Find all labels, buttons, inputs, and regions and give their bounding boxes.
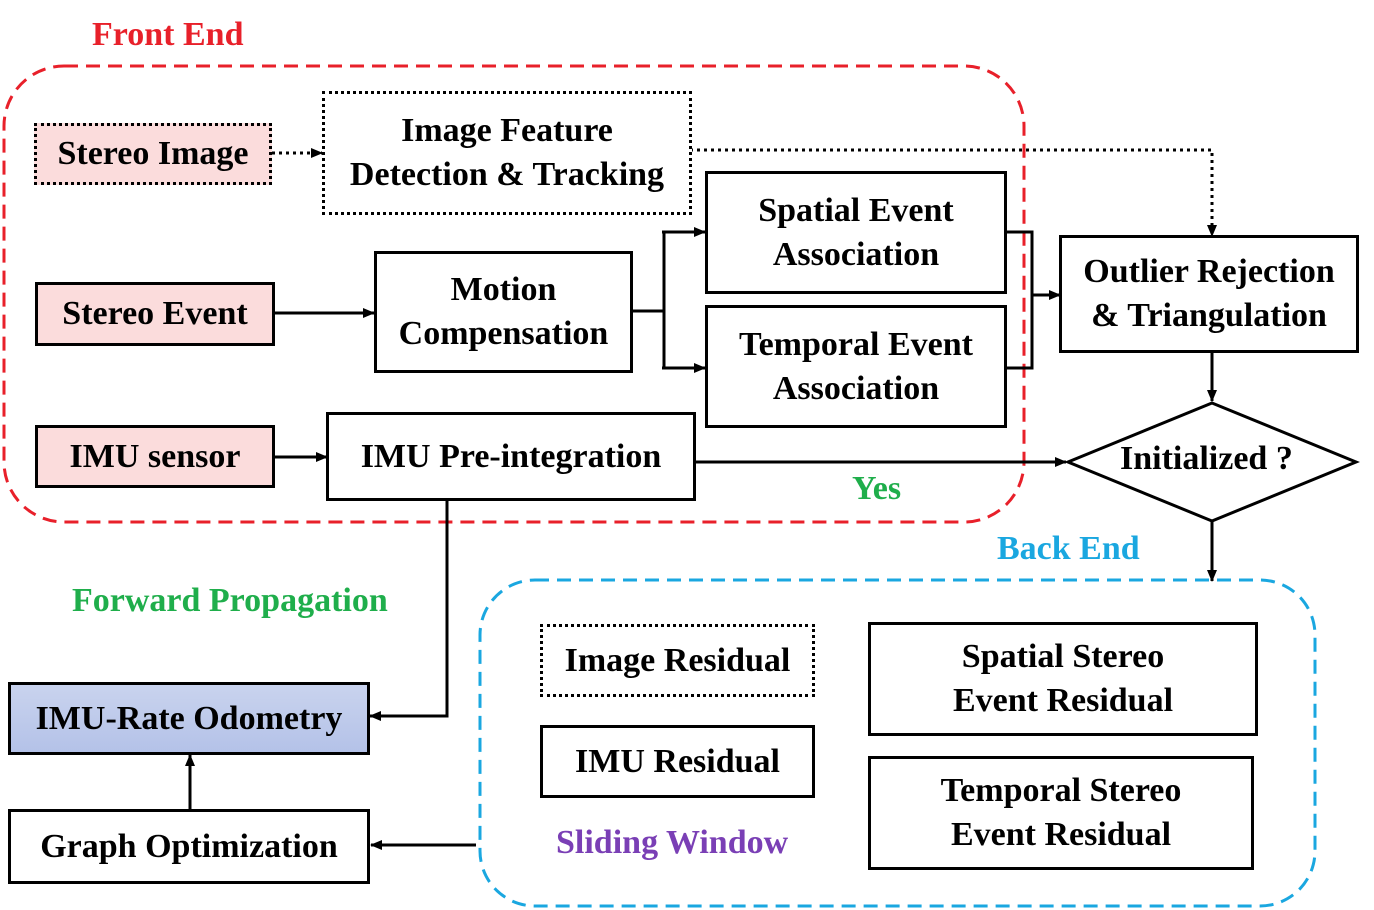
temporal-stereo-residual-node: Temporal Stereo Event Residual: [868, 756, 1254, 870]
front-end-title: Front End: [92, 16, 244, 53]
graph-optimization-node: Graph Optimization: [8, 809, 370, 884]
imu-rate-odometry-node: IMU-Rate Odometry: [8, 682, 370, 755]
imu-residual-node: IMU Residual: [540, 725, 815, 798]
forward-propagation-label: Forward Propagation: [72, 582, 388, 619]
initialized-label: Initialized ?: [1120, 440, 1293, 477]
motion-line1: Motion: [450, 271, 557, 308]
spatial-assoc-line1: Spatial Event: [758, 191, 954, 229]
stereo-image-label: Stereo Image: [57, 135, 249, 172]
imu-preintegration-node: IMU Pre-integration: [326, 412, 696, 501]
connector-merge-bracket: [1006, 230, 1034, 370]
outlier-rejection-node: Outlier Rejection & Triangulation: [1059, 235, 1359, 353]
motion-line2: Compensation: [398, 315, 609, 352]
imu-preint-label: IMU Pre-integration: [360, 437, 662, 475]
temporal-assoc-line1: Temporal Event: [739, 325, 973, 363]
imu-sensor-label: IMU sensor: [69, 437, 241, 475]
temporal-assoc-line2: Association: [772, 369, 940, 407]
spatial-res-line2: Event Residual: [952, 682, 1174, 719]
image-feature-line2: Detection & Tracking: [349, 156, 665, 193]
image-residual-label: Image Residual: [564, 641, 791, 679]
front-end-region: [2, 64, 1026, 524]
temporal-res-line1: Temporal Stereo: [940, 772, 1182, 809]
graph-optimization-label: Graph Optimization: [40, 827, 338, 865]
temporal-res-line2: Event Residual: [950, 816, 1172, 853]
spatial-res-line1: Spatial Stereo: [961, 638, 1165, 675]
image-feature-node: Image Feature Detection & Tracking: [322, 91, 692, 215]
spatial-event-association-node: Spatial Event Association: [705, 171, 1007, 294]
yes-label: Yes: [852, 470, 902, 507]
spatial-stereo-residual-node: Spatial Stereo Event Residual: [868, 622, 1258, 736]
arrow-forward-propagation: [369, 500, 449, 721]
spatial-assoc-line2: Association: [772, 235, 940, 273]
imu-rate-odometry-label: IMU-Rate Odometry: [35, 699, 343, 737]
stereo-event-label: Stereo Event: [62, 295, 248, 332]
imu-residual-label: IMU Residual: [575, 742, 780, 780]
outlier-line1: Outlier Rejection: [1083, 253, 1335, 290]
initialized-diamond: [1064, 401, 1360, 523]
image-residual-node: Image Residual: [540, 624, 815, 697]
stereo-image-node: Stereo Image: [34, 123, 272, 185]
sliding-window-label: Sliding Window: [556, 824, 789, 861]
outlier-line2: & Triangulation: [1091, 297, 1327, 334]
temporal-event-association-node: Temporal Event Association: [705, 305, 1007, 428]
motion-compensation-node: Motion Compensation: [374, 251, 633, 373]
imu-sensor-node: IMU sensor: [35, 425, 275, 488]
stereo-event-node: Stereo Event: [35, 282, 275, 346]
back-end-region: [478, 578, 1317, 908]
back-end-title: Back End: [997, 530, 1140, 567]
image-feature-line1: Image Feature: [401, 112, 613, 149]
